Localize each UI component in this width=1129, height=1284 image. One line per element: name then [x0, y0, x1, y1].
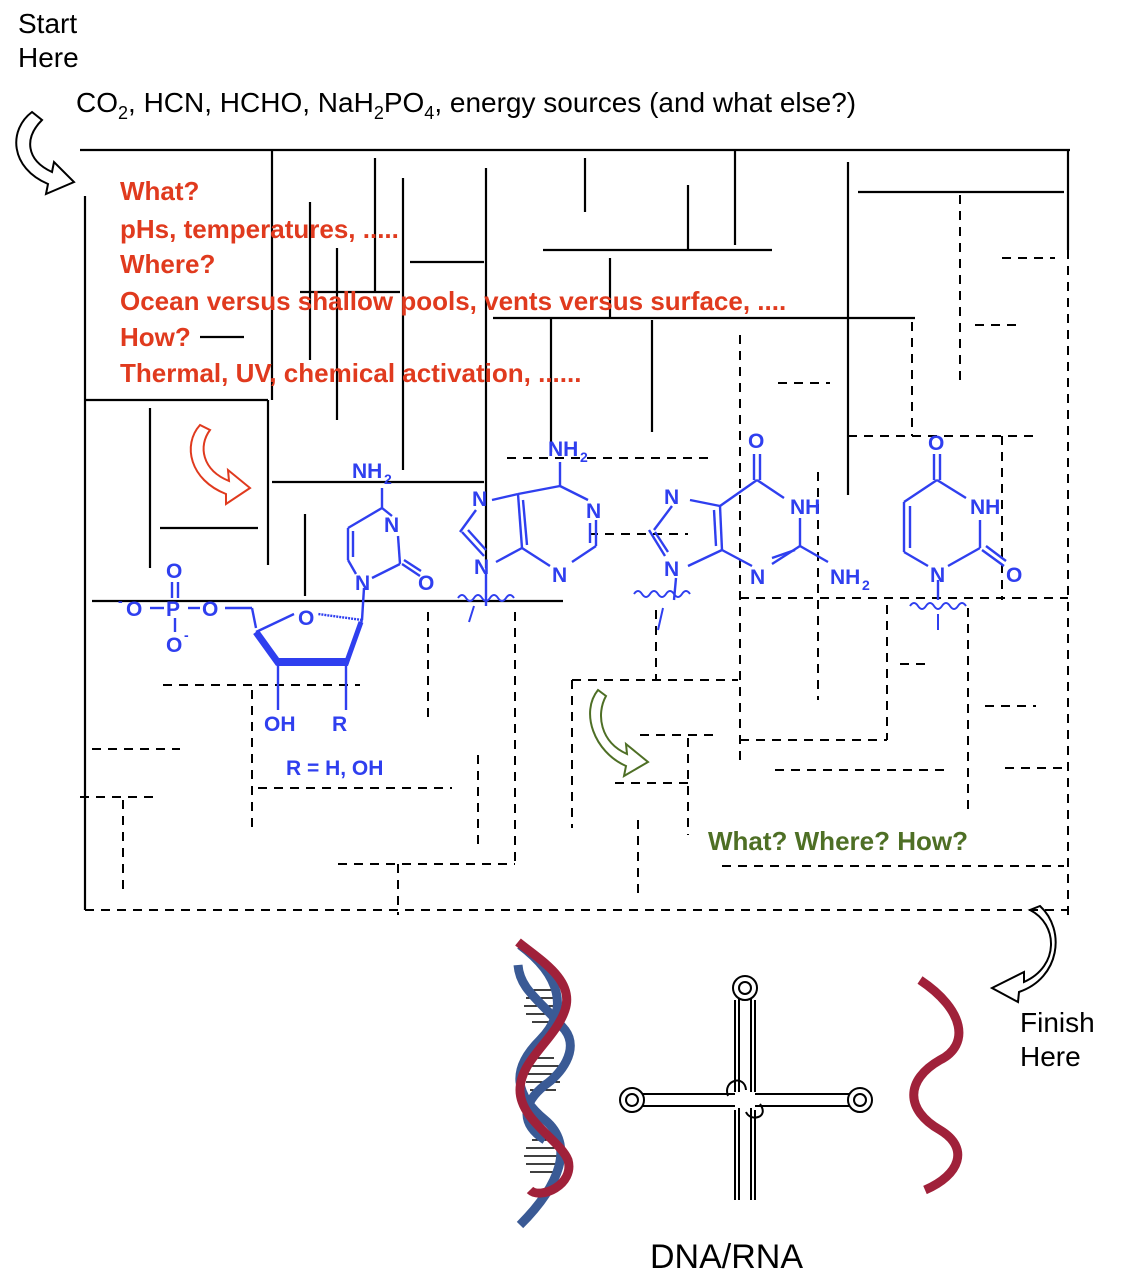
maze-solid-walls: [80, 148, 1070, 910]
svg-text:-: -: [184, 627, 189, 643]
svg-text:N: N: [474, 556, 489, 579]
start-label-line1: Start: [18, 8, 77, 39]
svg-text:O: O: [748, 430, 764, 453]
dna-rna-label: DNA/RNA: [650, 1238, 803, 1276]
finish-arrow-icon: [989, 904, 1057, 1004]
svg-text:NH: NH: [830, 566, 860, 589]
red-curved-arrow-icon: [189, 423, 252, 506]
rna-single-strand-icon: [909, 976, 964, 1195]
adenine-base: NH 2 N N N N: [457, 438, 601, 623]
svg-text:N: N: [552, 564, 567, 587]
svg-text:-: -: [118, 593, 123, 609]
svg-text:N: N: [472, 488, 487, 511]
svg-text:NH: NH: [352, 460, 382, 483]
dna-double-helix-icon: [513, 938, 575, 1229]
question-line: Where?: [120, 249, 215, 279]
svg-text:OH: OH: [264, 713, 296, 736]
start-arrow-icon: [15, 110, 76, 196]
svg-text:O: O: [126, 598, 142, 621]
svg-text:N: N: [664, 558, 679, 581]
finish-label-line2: Here: [1020, 1041, 1081, 1072]
svg-text:N: N: [586, 500, 601, 523]
svg-text:N: N: [750, 566, 765, 589]
maze-dashed-walls: [80, 195, 1069, 915]
svg-text:O: O: [166, 634, 182, 657]
svg-text:N: N: [930, 564, 945, 587]
svg-text:O: O: [928, 432, 944, 455]
svg-text:2: 2: [862, 577, 870, 593]
question-line: How?: [120, 322, 191, 352]
question-line: What?: [120, 176, 199, 206]
r-definition: R = H, OH: [286, 757, 383, 780]
finish-label-line1: Finish: [1020, 1007, 1095, 1038]
question-line: Ocean versus shallow pools, vents versus…: [120, 286, 786, 316]
svg-text:N: N: [355, 572, 370, 595]
svg-text:R: R: [332, 713, 347, 736]
question-line: Thermal, UV, chemical activation, ......: [120, 358, 581, 388]
svg-text:P: P: [166, 598, 180, 621]
question-block: What? pHs, temperatures, ..... Where? Oc…: [120, 176, 786, 388]
question-line: pHs, temperatures, .....: [120, 214, 399, 244]
svg-text:O: O: [298, 607, 314, 630]
svg-text:NH: NH: [548, 438, 578, 461]
svg-text:2: 2: [384, 471, 392, 487]
svg-text:O: O: [418, 572, 434, 595]
trna-cloverleaf-icon: [619, 975, 873, 1200]
svg-text:O: O: [202, 598, 218, 621]
svg-text:O: O: [166, 560, 182, 583]
cytidine-nucleotide: NH 2 N N O O O O - P O O - OH R R = H, O…: [118, 460, 434, 780]
svg-text:N: N: [664, 486, 679, 509]
svg-text:2: 2: [580, 449, 588, 465]
green-curved-arrow-icon: [589, 688, 650, 778]
svg-text:O: O: [1006, 564, 1022, 587]
final-questions: What? Where? How?: [708, 826, 968, 856]
svg-text:N: N: [384, 514, 399, 537]
uracil-base: O NH N O: [902, 432, 1022, 630]
reagents-line: CO2, HCN, HCHO, NaH2PO4, energy sources …: [76, 87, 856, 123]
start-label-line2: Here: [18, 42, 79, 73]
svg-text:NH: NH: [790, 496, 820, 519]
guanine-base: O NH N N N NH 2: [633, 430, 870, 631]
svg-text:NH: NH: [970, 496, 1000, 519]
